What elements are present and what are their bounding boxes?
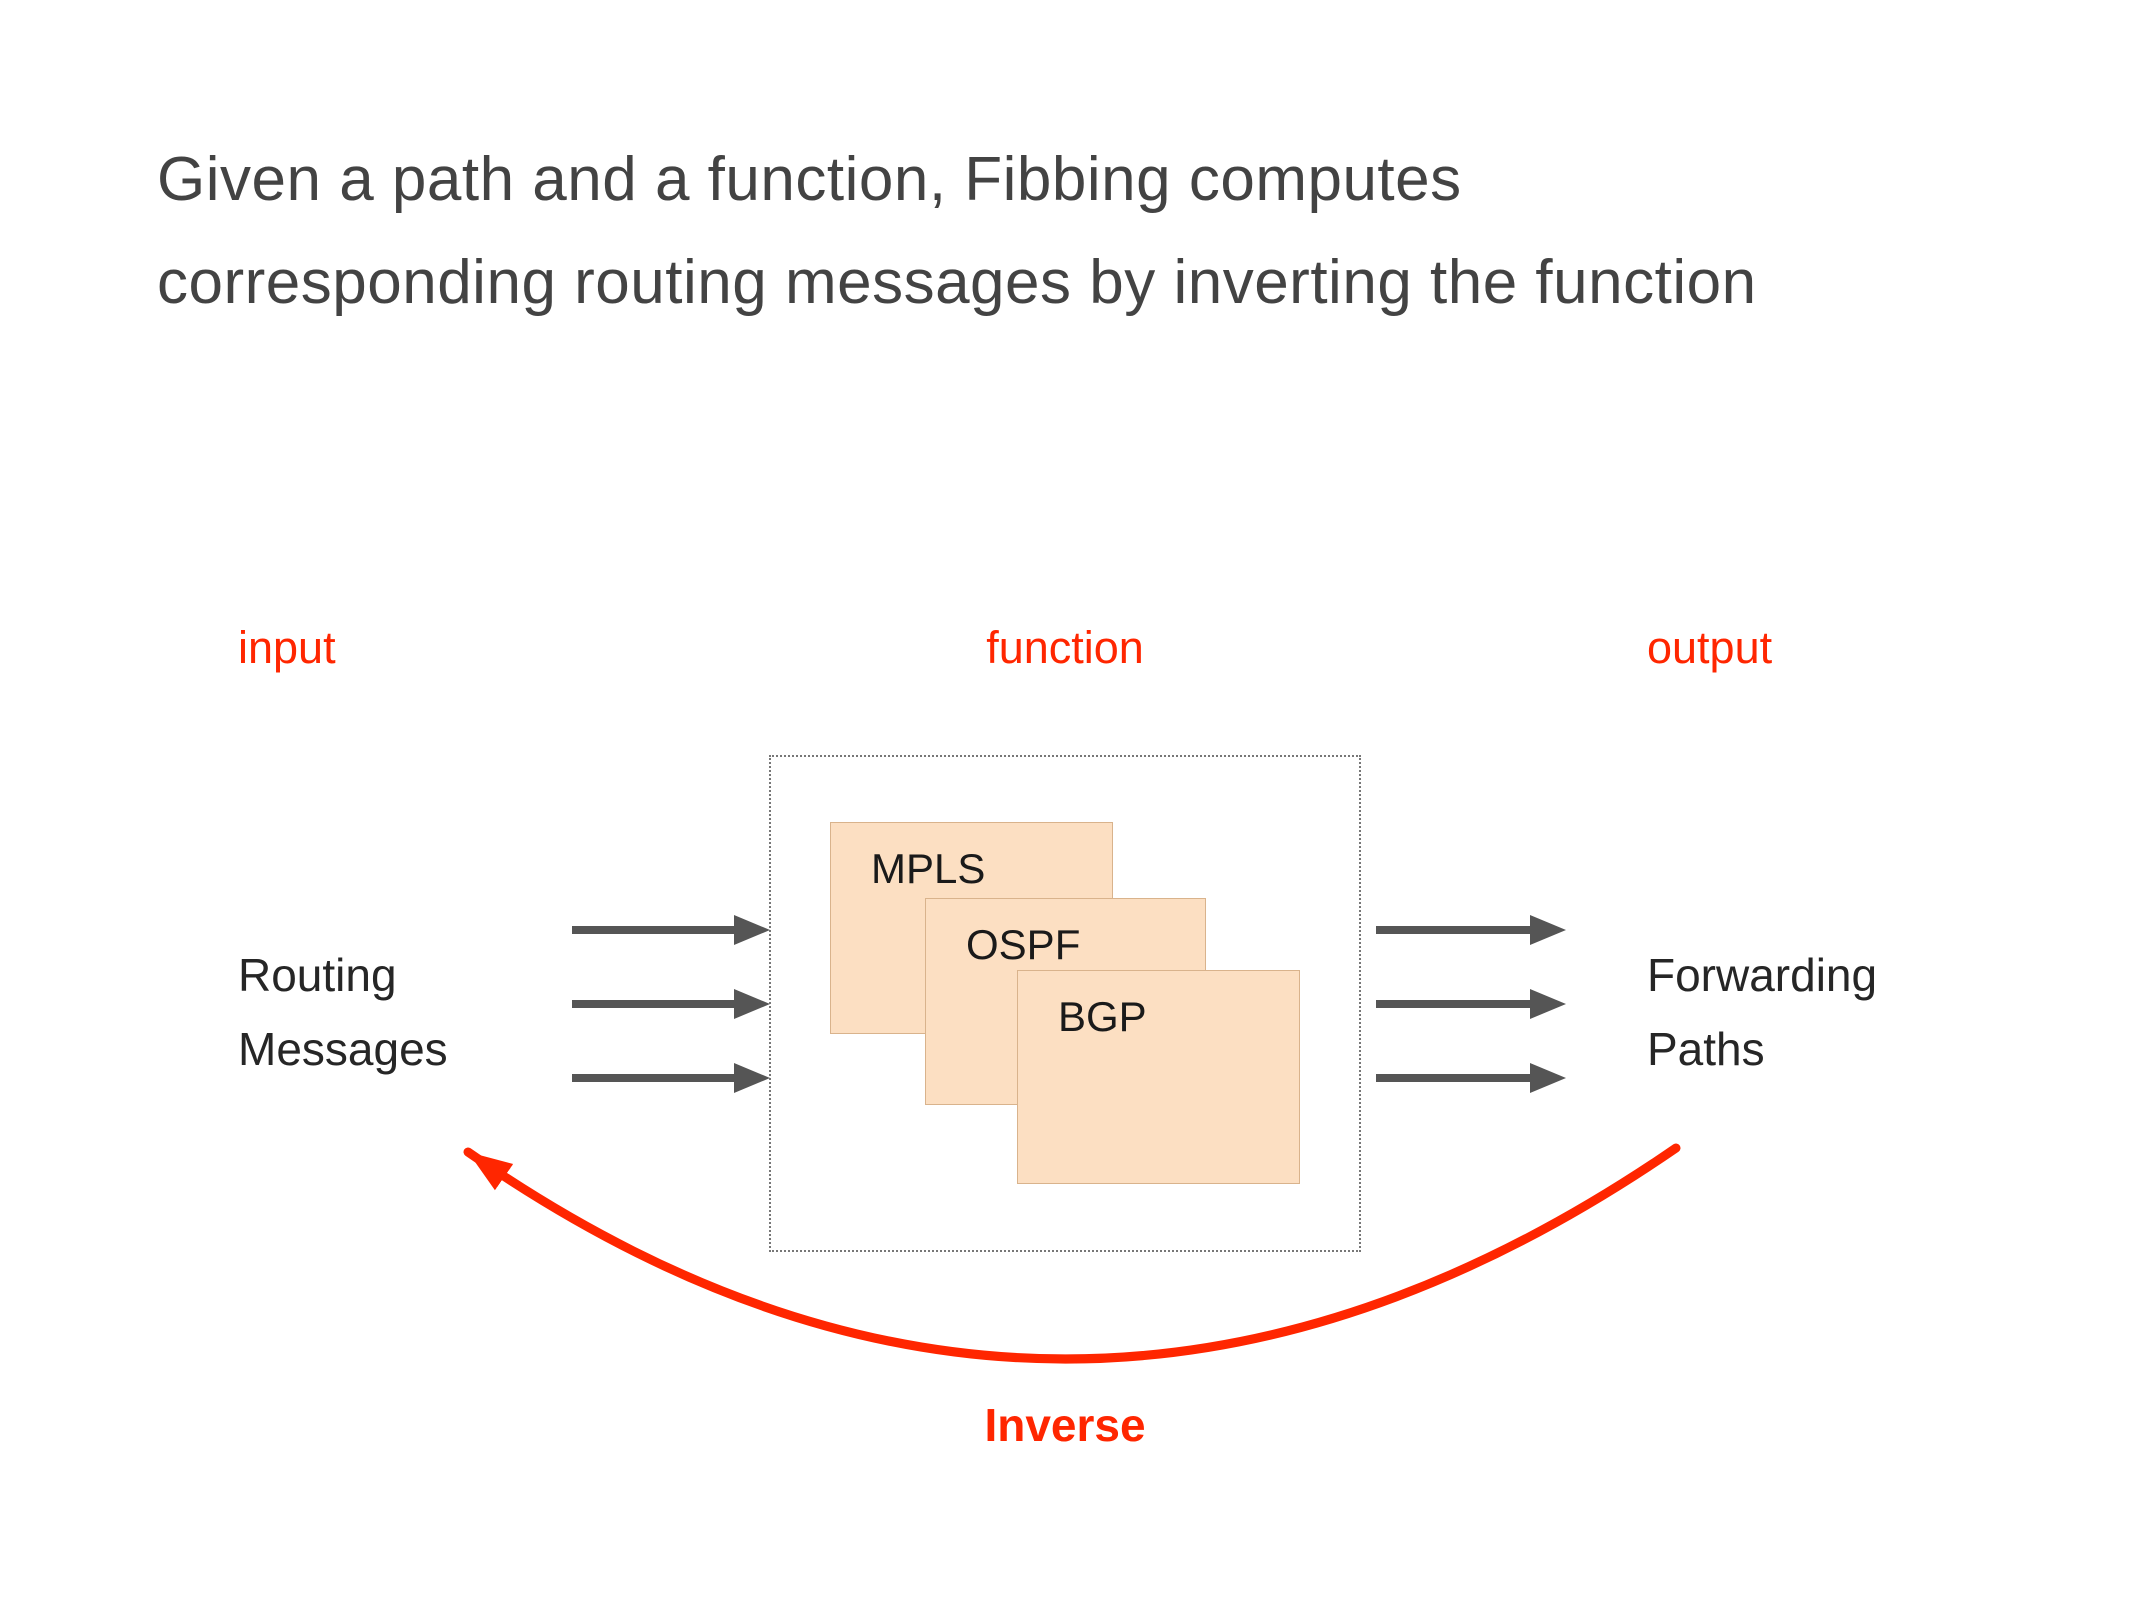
routing-messages-label: Routing Messages xyxy=(238,938,448,1086)
input-arrow-1 xyxy=(572,915,770,945)
forwarding-paths-line1: Forwarding xyxy=(1647,949,1878,1001)
output-arrow-2 xyxy=(1376,989,1566,1019)
input-zone-label: input xyxy=(238,622,336,673)
forwarding-paths-label: Forwarding Paths xyxy=(1647,938,1877,1086)
output-arrows xyxy=(1376,915,1566,1093)
output-zone-label: output xyxy=(1647,622,1773,673)
slide-title-line2: corresponding routing messages by invert… xyxy=(157,248,1757,317)
input-arrow-2 xyxy=(572,989,770,1019)
mpls-box-label: MPLS xyxy=(871,845,986,892)
bgp-box-label: BGP xyxy=(1058,993,1147,1040)
bgp-box: BGP xyxy=(1017,970,1300,1184)
routing-messages-line2: Messages xyxy=(238,1023,448,1075)
input-arrows xyxy=(572,915,770,1093)
function-zone-label: function xyxy=(986,622,1144,673)
output-arrow-1 xyxy=(1376,915,1566,945)
output-arrow-3 xyxy=(1376,1063,1566,1093)
inverse-label: Inverse xyxy=(984,1399,1146,1451)
slide-title: Given a path and a function, Fibbing com… xyxy=(157,128,1757,334)
input-arrow-3 xyxy=(572,1063,770,1093)
slide-title-line1: Given a path and a function, Fibbing com… xyxy=(157,145,1462,214)
forwarding-paths-line2: Paths xyxy=(1647,1023,1765,1075)
routing-messages-line1: Routing xyxy=(238,949,397,1001)
ospf-box-label: OSPF xyxy=(966,921,1081,968)
